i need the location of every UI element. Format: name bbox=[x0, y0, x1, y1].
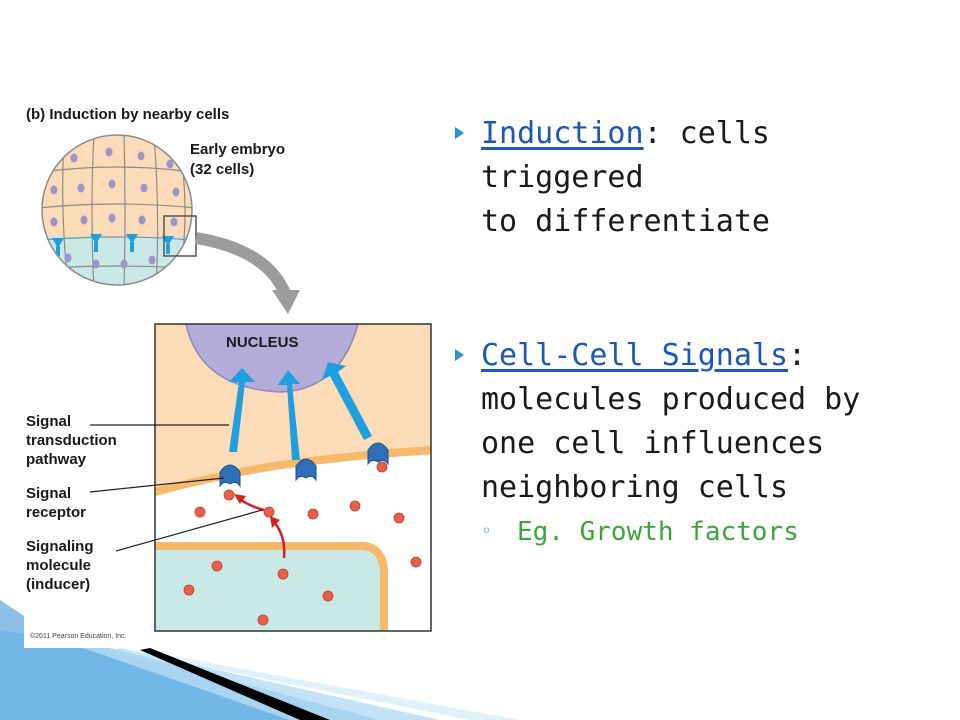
zoom-box bbox=[163, 215, 197, 257]
embryo-label-line1: Early embryo bbox=[190, 141, 286, 158]
induction-diagram bbox=[41, 134, 432, 632]
callout-line: pathway bbox=[26, 451, 87, 468]
triangle-bullet-icon bbox=[455, 349, 464, 361]
slide-bullets: Induction: cells triggered to differenti… bbox=[455, 112, 945, 552]
sub-bullet-growth-factors: ◦ Eg. Growth factors bbox=[455, 512, 945, 552]
bullet-text: to differentiate bbox=[481, 204, 770, 239]
embryo-label-line2: (32 cells) bbox=[190, 161, 255, 178]
bullet-text: molecules produced by bbox=[481, 382, 861, 417]
callout-lines bbox=[89, 424, 263, 552]
zoom-arrow bbox=[195, 232, 300, 314]
bullet-cell-cell-signals: Cell-Cell Signals: molecules produced by… bbox=[455, 334, 945, 510]
callout-line: receptor bbox=[26, 504, 87, 521]
bullet-text: one cell influences bbox=[481, 426, 825, 461]
callout-line: Signal bbox=[26, 413, 72, 430]
early-embryo bbox=[41, 134, 197, 286]
callout-signal-receptor: Signal receptor bbox=[26, 484, 86, 522]
bullet-text: : cells triggered bbox=[481, 116, 770, 195]
bullet-text: neighboring cells bbox=[481, 470, 789, 505]
bullet-text: : bbox=[788, 338, 807, 373]
induction-figure: (b) Induction by nearby cells Early embr… bbox=[24, 100, 442, 648]
nucleus-label: NUCLEUS bbox=[226, 334, 299, 351]
callout-line: molecule bbox=[26, 557, 92, 574]
figure-title: (b) Induction by nearby cells bbox=[26, 106, 230, 123]
callout-line: Signaling bbox=[26, 538, 94, 555]
detail-panel bbox=[154, 323, 432, 632]
circle-bullet-icon: ◦ bbox=[481, 521, 492, 542]
callout-line: Signal bbox=[26, 485, 72, 502]
receptors bbox=[219, 442, 389, 488]
triangle-bullet-icon bbox=[455, 127, 464, 139]
term-link-cell-cell-signals[interactable]: Cell-Cell Signals bbox=[481, 338, 789, 373]
copyright-notice: ©2011 Pearson Education, Inc. bbox=[30, 633, 127, 640]
callout-line: transduction bbox=[26, 432, 117, 449]
callout-signaling-molecule: Signaling molecule (inducer) bbox=[26, 537, 94, 594]
callout-signal-transduction-pathway: Signal transduction pathway bbox=[26, 412, 117, 469]
callout-line: (inducer) bbox=[26, 576, 91, 593]
sub-bullet-text: Eg. Growth factors bbox=[517, 517, 799, 547]
term-link-induction[interactable]: Induction bbox=[481, 116, 644, 151]
bullet-induction: Induction: cells triggered to differenti… bbox=[455, 112, 945, 244]
